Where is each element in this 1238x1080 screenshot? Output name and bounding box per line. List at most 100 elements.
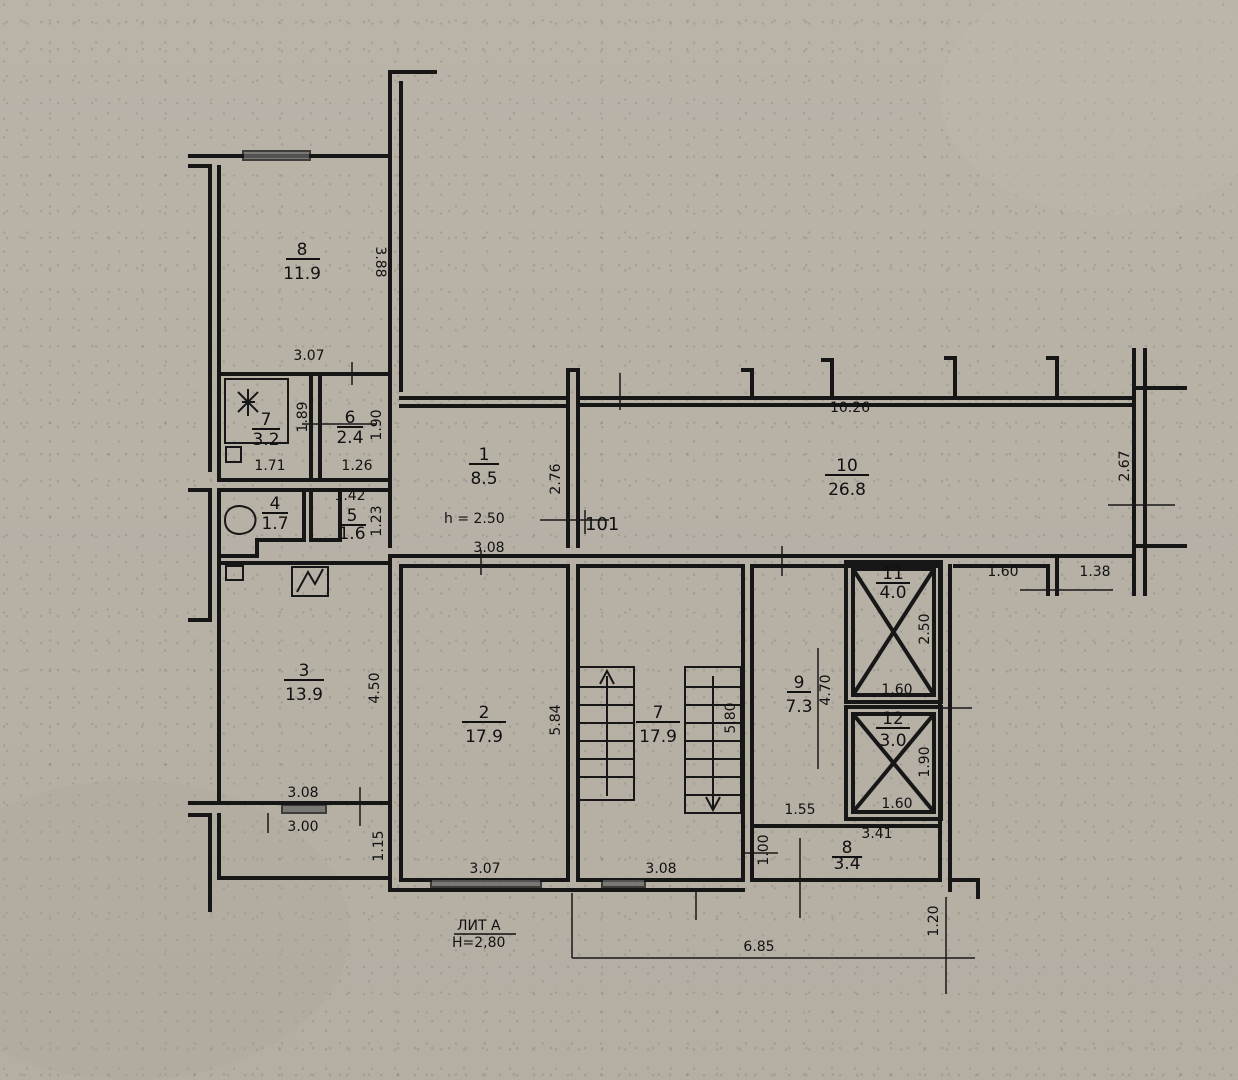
room-labels: 8 11.9 7 3.2 6 2.4 4 1.7 5 1.6 1 8.5 10 … [252,240,910,874]
wall-bump-3 [821,358,834,400]
room-8-lower-number: 8 [842,838,853,858]
wall-bump-4 [944,356,957,400]
shower-line-d2 [237,391,259,413]
room-stair-number: 7 [653,703,664,723]
room-7-area: 3.2 [252,430,279,450]
dim-1-00: 1.00 [756,834,772,865]
room-9-number: 9 [794,673,805,693]
dim-2-76: 2.76 [548,463,564,494]
room-8-number: 8 [297,240,308,260]
paper-shadow [0,780,350,1080]
room-11-number: 11 [882,564,904,584]
shaft-12 [844,705,943,821]
room-12-area: 3.0 [879,731,906,751]
room-2-number: 2 [479,703,490,723]
dim-1-26: 1.26 [341,458,372,474]
dim-3-08-room3-bottom: 3.08 [287,785,318,801]
room-3-number: 3 [299,661,310,681]
dim-2-67: 2.67 [1117,450,1133,481]
room-5-number: 5 [347,506,358,526]
wall-room4-boundary [217,488,306,558]
room-6-area: 2.4 [336,428,363,448]
horizontal-dimensions: 3.07 1.71 1.26 1.42 10.26 3.08 1.60 1.38… [254,348,1110,955]
dim-1-60-shaft12: 1.60 [881,796,912,812]
wall-bump-5 [1046,356,1059,400]
dim-4-70: 4.70 [818,674,834,705]
room-10-area: 26.8 [828,480,866,500]
dim-3-41: 3.41 [861,826,892,842]
window-room8-top [242,150,311,161]
window-stair-bottom [601,878,646,888]
fixture-square-room3 [225,565,244,581]
room-stair-area: 17.9 [639,727,677,747]
shaft-11-inner [851,567,936,697]
room-3-area: 13.9 [285,685,323,705]
dim-10-26: 10.26 [830,400,870,416]
shaft-12-inner [851,712,936,814]
dim-1-38: 1.38 [1079,564,1110,580]
fixtures [223,378,329,597]
wall-corridor-right [953,564,1050,596]
wall-room5-boundary [309,488,342,542]
toilet-bowl [223,505,257,535]
dim-1-55: 1.55 [784,802,815,818]
room-6-number: 6 [345,408,356,428]
stove-symbol [296,568,324,593]
height-lower-label: Н=2,80 [452,935,505,951]
window-room2-bottom [430,878,542,888]
shafts [844,560,943,821]
sink-small [225,446,242,463]
room-9-area: 7.3 [785,697,812,717]
dim-1-89: 1.89 [295,401,311,432]
dim-3-88: 3.88 [372,246,388,277]
dim-5-80: 5.80 [723,702,739,733]
dim-6-85: 6.85 [743,939,774,955]
wall-left-upper [188,164,212,472]
shaft-12-diagonal-b [851,712,936,814]
room-2-area: 17.9 [465,727,503,747]
room-11-area: 4.0 [879,583,906,603]
shaft-11 [844,560,943,704]
room-1-area: 8.5 [470,469,497,489]
dim-3-07-bottom: 3.07 [469,861,500,877]
dim-1-23: 1.23 [369,505,385,536]
wall-lower-left-inner [217,813,392,880]
dim-1-90-shaft12: 1.90 [917,746,933,777]
dim-1-15: 1.15 [371,830,387,861]
room-12-number: 12 [882,709,904,729]
room-1-number: 1 [479,445,490,465]
dim-3-08-room2-top: 3.08 [473,540,504,556]
room-4-number: 4 [270,494,281,514]
stairs [578,666,742,814]
stair-flight-left [578,666,635,801]
wall-bump-2 [741,368,754,400]
wall-left-middle [188,488,212,622]
height-upper-label: h = 2.50 [444,511,505,527]
wall-bump-1 [566,368,580,400]
dim-1-42: 1.42 [334,488,365,504]
windows [242,150,646,888]
room-10-number: 10 [836,456,858,476]
wall-lines [188,70,1187,912]
dim-2-50: 2.50 [917,613,933,644]
dim-5-84: 5.84 [548,704,564,735]
dim-1-90-top: 1.90 [369,409,385,440]
dim-4-50: 4.50 [367,672,383,703]
dim-1-71: 1.71 [254,458,285,474]
room-4-area: 1.7 [261,514,288,534]
room-8-lower-area: 3.4 [833,854,860,874]
wall-bottom-right-spur [948,878,980,899]
room-7-number: 7 [261,410,272,430]
unit-number-label: 101 [585,514,619,535]
dim-1-20: 1.20 [926,905,942,936]
vertical-dimensions: 3.88 1.89 1.90 1.23 2.76 2.67 2.50 4.70 … [295,246,1133,936]
shower-tray [224,378,289,444]
room-5-area: 1.6 [338,524,365,544]
window-room3-bottom [281,804,327,814]
wall-lower-left [188,813,212,912]
stove-outline [291,566,329,597]
dim-3-07-top: 3.07 [293,348,324,364]
dimension-lines [267,362,1175,994]
